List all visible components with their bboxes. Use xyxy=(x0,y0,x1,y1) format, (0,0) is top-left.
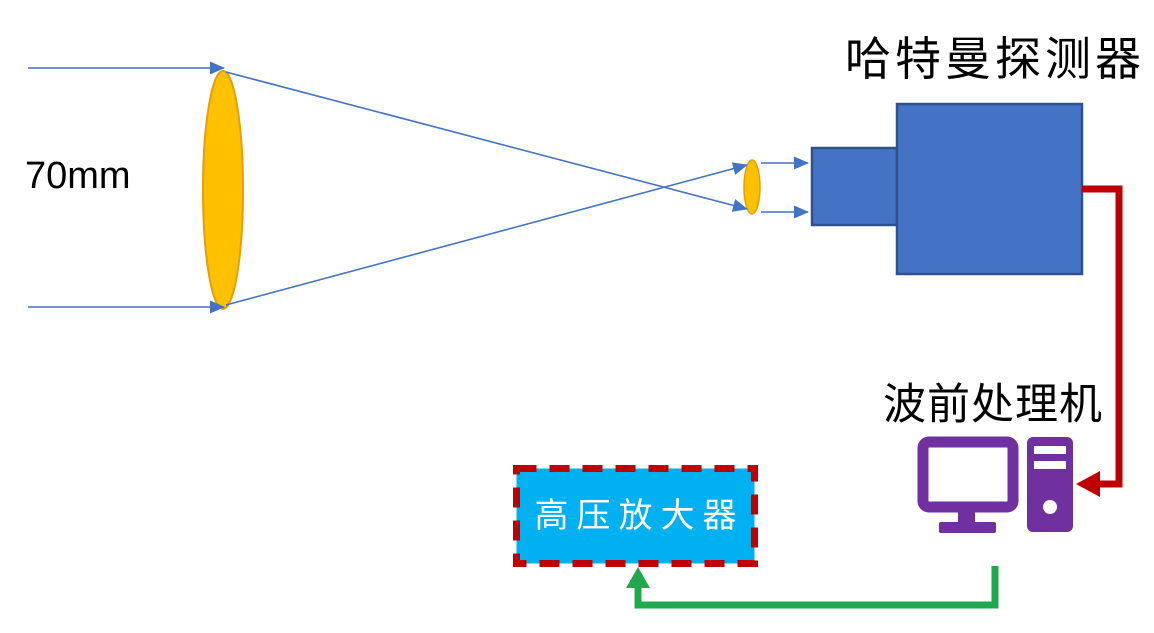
hartmann-detector-label: 哈特曼探测器 xyxy=(845,33,1145,85)
converging-ray-bottom xyxy=(225,162,748,306)
detector-signal-line xyxy=(1076,185,1123,497)
tower-icon xyxy=(1027,437,1073,532)
tower-power-led xyxy=(1043,500,1057,514)
large-lens-icon xyxy=(202,70,244,310)
amplifier-box xyxy=(513,465,758,567)
monitor-stand-neck xyxy=(958,507,975,525)
small-lens-icon xyxy=(743,159,761,215)
converging-ray-top xyxy=(225,71,748,212)
camera-lens-mount xyxy=(810,146,899,227)
camera-body xyxy=(895,102,1084,276)
red-arrowhead-icon xyxy=(1076,471,1100,497)
detector-camera-icon xyxy=(810,102,1084,276)
hv-amplifier-label: 高压放大器 xyxy=(534,497,745,535)
computer-icon xyxy=(917,436,1073,533)
wavefront-processor-label: 波前处理机 xyxy=(883,381,1103,429)
beam-diameter-label: 70mm xyxy=(25,155,131,197)
red-connector-path xyxy=(1082,185,1123,488)
control-signal-line xyxy=(626,566,999,609)
monitor-stand-base xyxy=(939,522,996,533)
green-arrowhead-icon xyxy=(626,567,650,588)
green-connector-path xyxy=(634,566,999,609)
monitor-icon xyxy=(917,436,1019,513)
tower-slot-top xyxy=(1034,446,1066,454)
tower-slot-bottom xyxy=(1034,461,1066,469)
